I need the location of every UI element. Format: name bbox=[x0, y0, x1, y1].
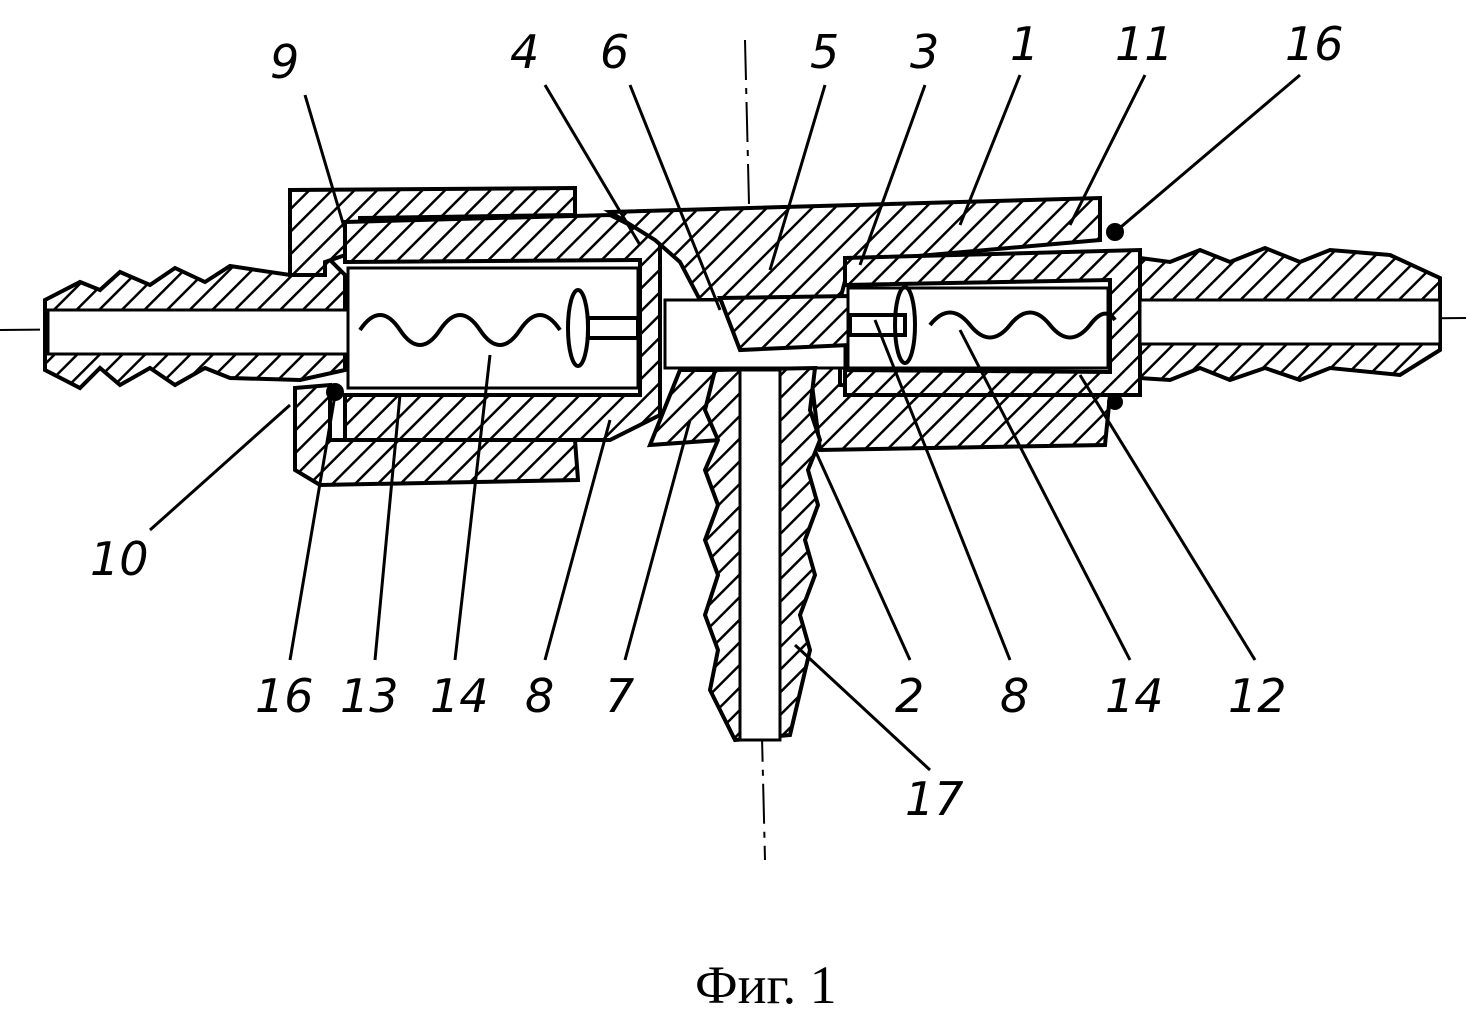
right-valve-body bbox=[845, 250, 1140, 395]
callout-17: 17 bbox=[905, 772, 964, 826]
callout-4: 4 bbox=[510, 25, 539, 79]
left-hose-barb bbox=[45, 260, 348, 388]
branch-hose-barb bbox=[705, 368, 820, 740]
callout-1: 1 bbox=[1010, 17, 1039, 71]
branch-bore bbox=[740, 370, 780, 740]
callout-12: 12 bbox=[1228, 669, 1287, 723]
right-hose-barb bbox=[1140, 248, 1440, 380]
callout-5: 5 bbox=[810, 25, 839, 79]
callout-8-left: 8 bbox=[525, 669, 554, 723]
callout-3: 3 bbox=[910, 25, 939, 79]
valve-seat bbox=[720, 296, 850, 350]
left-valve-chamber bbox=[348, 268, 638, 388]
callout-8-right: 8 bbox=[1000, 669, 1029, 723]
callout-10: 10 bbox=[90, 532, 149, 586]
callout-6: 6 bbox=[600, 25, 629, 79]
callout-16-bottom: 16 bbox=[255, 669, 314, 723]
callout-13: 13 bbox=[340, 669, 399, 723]
o-ring-right-bottom bbox=[1107, 394, 1123, 410]
left-valve-body bbox=[345, 215, 660, 440]
callout-14-left: 14 bbox=[430, 669, 489, 723]
figure-caption: Фиг. 1 bbox=[695, 955, 837, 1015]
callout-11: 11 bbox=[1115, 17, 1174, 71]
callout-16-top: 16 bbox=[1285, 17, 1344, 71]
left-barb-bore bbox=[48, 310, 348, 354]
callout-7: 7 bbox=[605, 669, 634, 723]
right-barb-bore bbox=[1140, 300, 1440, 344]
right-valve-chamber bbox=[848, 288, 1108, 368]
callout-14-right: 14 bbox=[1105, 669, 1164, 723]
callout-9: 9 bbox=[270, 35, 299, 89]
callout-2: 2 bbox=[895, 669, 924, 723]
